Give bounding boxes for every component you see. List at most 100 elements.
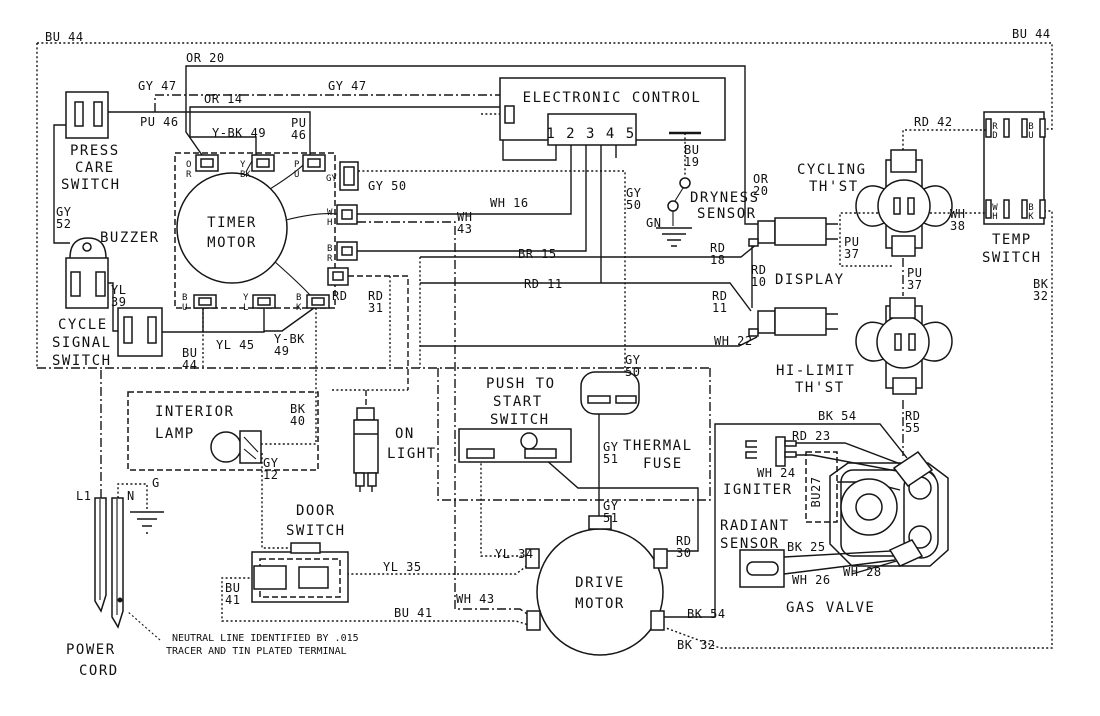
wire-bk25 [783, 550, 893, 558]
label-drive-2: MOTOR [575, 596, 625, 612]
label-interior-1: INTERIOR [155, 404, 234, 420]
label-note-1: NEUTRAL LINE IDENTIFIED BY .015 [172, 633, 359, 644]
wire-enclosure-pushstart [437, 368, 711, 501]
wire-wh28 [851, 559, 901, 575]
label-push-1: PUSH TO [486, 376, 556, 392]
wire-onlight-legs [359, 486, 373, 492]
label-on-1: ON [395, 426, 415, 442]
wire-note-leader [126, 610, 161, 641]
display [748, 217, 838, 337]
label-ybk49-top: Y-BK 49 [212, 126, 266, 140]
buzzer [65, 237, 109, 309]
label-cycle-2: SIGNAL [52, 335, 112, 351]
label-interior-2: LAMP [155, 426, 195, 442]
timer-motor [174, 152, 359, 309]
power-cord [94, 497, 164, 629]
electronic-control [499, 77, 726, 146]
igniter [745, 436, 797, 467]
label-bk25: BK 25 [787, 540, 826, 554]
wire-bk54 [664, 423, 908, 618]
wire-wh22 [420, 336, 758, 347]
label-or20-top: OR 20 [186, 51, 225, 65]
label-press-2: CARE [75, 160, 115, 176]
label-timer-2: MOTOR [207, 235, 257, 251]
label-rd11-horiz: RD 11 [524, 277, 563, 291]
label-rd23: RD 23 [792, 429, 831, 443]
radiant-sensor [739, 549, 785, 588]
timer-terminals [193, 154, 359, 309]
term-timer-gy: GY [326, 174, 337, 184]
hi-limit-thermostat [855, 297, 953, 395]
wire-yl34 [480, 459, 532, 557]
dryness-sensor [656, 131, 701, 247]
push-to-start-switch [458, 428, 572, 463]
ground-symbol [656, 227, 692, 247]
label-temp-2: SWITCH [982, 250, 1042, 266]
control-left-terminal [504, 105, 515, 124]
label-thermal-1: THERMAL [623, 438, 693, 454]
label-bk32-bot: BK 32 [677, 638, 716, 652]
label-cycling-1: CYCLING [797, 162, 867, 178]
label-cycle-3: SWITCH [52, 353, 112, 369]
label-bu41-bot: BU 41 [394, 606, 433, 620]
valve-bottom-connector [888, 539, 924, 567]
label-gn: GN [646, 216, 661, 230]
label-display: DISPLAY [775, 272, 845, 288]
label-hilimit-2: TH'ST [795, 380, 845, 396]
label-press-3: SWITCH [61, 177, 121, 193]
label-radiant-1: RADIANT [720, 518, 790, 534]
wire-rd31 [348, 275, 409, 408]
wire-wh16 [357, 145, 572, 215]
label-gy47-left: GY 47 [138, 79, 177, 93]
label-wh26: WH 26 [792, 573, 831, 587]
label-press-1: PRESS [70, 143, 120, 159]
interior-lamp [127, 391, 319, 471]
label-bu44-topright: BU 44 [1012, 27, 1051, 41]
temp-switch [983, 111, 1046, 225]
wire-gy50 [358, 170, 626, 396]
on-light [353, 407, 379, 487]
gas-valve [805, 450, 949, 567]
label-cycle-1: CYCLE [58, 317, 108, 333]
label-bu44-topleft: BU 44 [45, 30, 84, 44]
wire-rd23 [786, 442, 907, 467]
label-g: G [152, 476, 160, 490]
label-hilimit-1: HI-LIMIT [776, 363, 855, 379]
label-wh16: WH 16 [490, 196, 529, 210]
wire-br15 [357, 145, 587, 252]
label-push-3: SWITCH [490, 412, 550, 428]
wire-buzzer-cyclesignal [107, 282, 118, 332]
wire-wh26 [783, 559, 896, 575]
wire-bk32 [665, 210, 1053, 649]
label-dryness-2: SENSOR [697, 206, 757, 222]
wire-gy12 [261, 453, 291, 549]
ground-symbol [130, 511, 164, 534]
bu27-enclosure [805, 451, 838, 523]
label-gy47-right: GY 47 [328, 79, 367, 93]
label-cycling-2: TH'ST [809, 179, 859, 195]
label-bk54-bot: BK 54 [687, 607, 726, 621]
bulb-icon [210, 431, 242, 463]
label-yl35: YL 35 [383, 560, 422, 574]
wire-pu46 [107, 111, 311, 155]
label-timer-1: TIMER [207, 215, 257, 231]
label-drive-1: DRIVE [575, 575, 625, 591]
label-rd-terminal: RD [332, 289, 347, 303]
